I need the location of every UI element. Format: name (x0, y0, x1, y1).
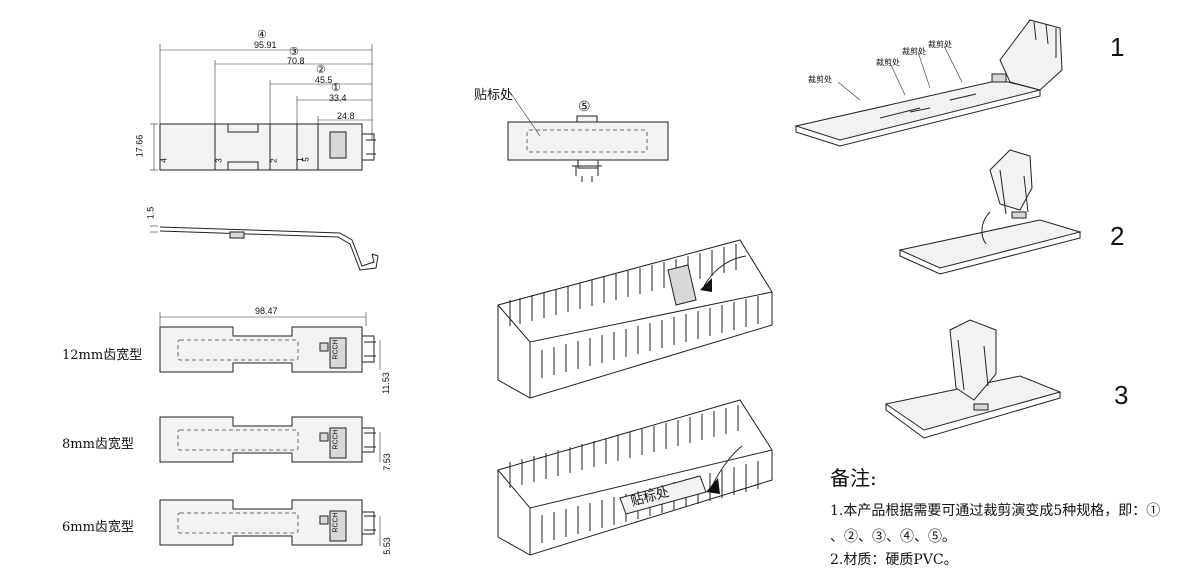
label-area-caption: 贴标处 (474, 88, 514, 103)
dim-1-circle: ① (331, 82, 341, 94)
top-dimension-lines (159, 44, 373, 140)
cut-label-3: 裁剪处 (902, 47, 926, 56)
notes-line-1: 1.本产品根据需要可通过裁剪演变成5种规格，即：① (830, 503, 1161, 519)
cut-label-4: 裁剪处 (928, 40, 952, 49)
variant-6mm-shape (159, 499, 381, 546)
dim-4-value: 95.91 (254, 40, 277, 50)
step3-assembly (884, 319, 1062, 439)
circle-5-label: ⑤ (578, 98, 591, 114)
dim-3-value: 70.8 (287, 56, 305, 66)
variant-8mm-shape (159, 416, 381, 463)
left-technical-drawing (150, 44, 381, 546)
variant-12mm-shape (159, 326, 381, 373)
step1-assembly (794, 19, 1063, 147)
dim-1-value: 33.4 (329, 93, 347, 103)
lower-wire-duct (497, 399, 773, 556)
notes-title: 备注: (830, 466, 877, 490)
step-number-2: 2 (1110, 221, 1125, 251)
step-number-1: 1 (1110, 32, 1125, 62)
overall-dim: 98.47 (255, 306, 278, 316)
step-number-3: 3 (1114, 380, 1129, 410)
dim-3-circle: ③ (289, 46, 299, 58)
variant-label-8mm: 8mm齿宽型 (62, 437, 134, 452)
variant-label-6mm: 6mm齿宽型 (62, 520, 134, 535)
overall-dimension-line (159, 312, 367, 326)
plan-view-strip (150, 123, 376, 171)
dim-5-value: 24.8 (337, 111, 355, 121)
dim-4-circle: ④ (257, 29, 267, 41)
middle-technical-drawing (497, 94, 773, 556)
notes-line-2: 、②、③、④、⑤。 (830, 529, 956, 545)
upper-wire-duct (497, 239, 773, 399)
variant-label-12mm: 12mm齿宽型 (62, 348, 143, 363)
dim-2-circle: ② (316, 64, 326, 76)
step2-assembly (898, 149, 1082, 275)
cut-label-2: 裁剪处 (876, 58, 900, 67)
cut-label-1: 裁剪处 (808, 75, 832, 84)
dim-2-value: 45.5 (315, 75, 333, 85)
label-plate-view (507, 94, 669, 182)
side-view-strip (150, 225, 379, 271)
notes-line-3: 2.材质：硬质PVC。 (830, 552, 958, 568)
